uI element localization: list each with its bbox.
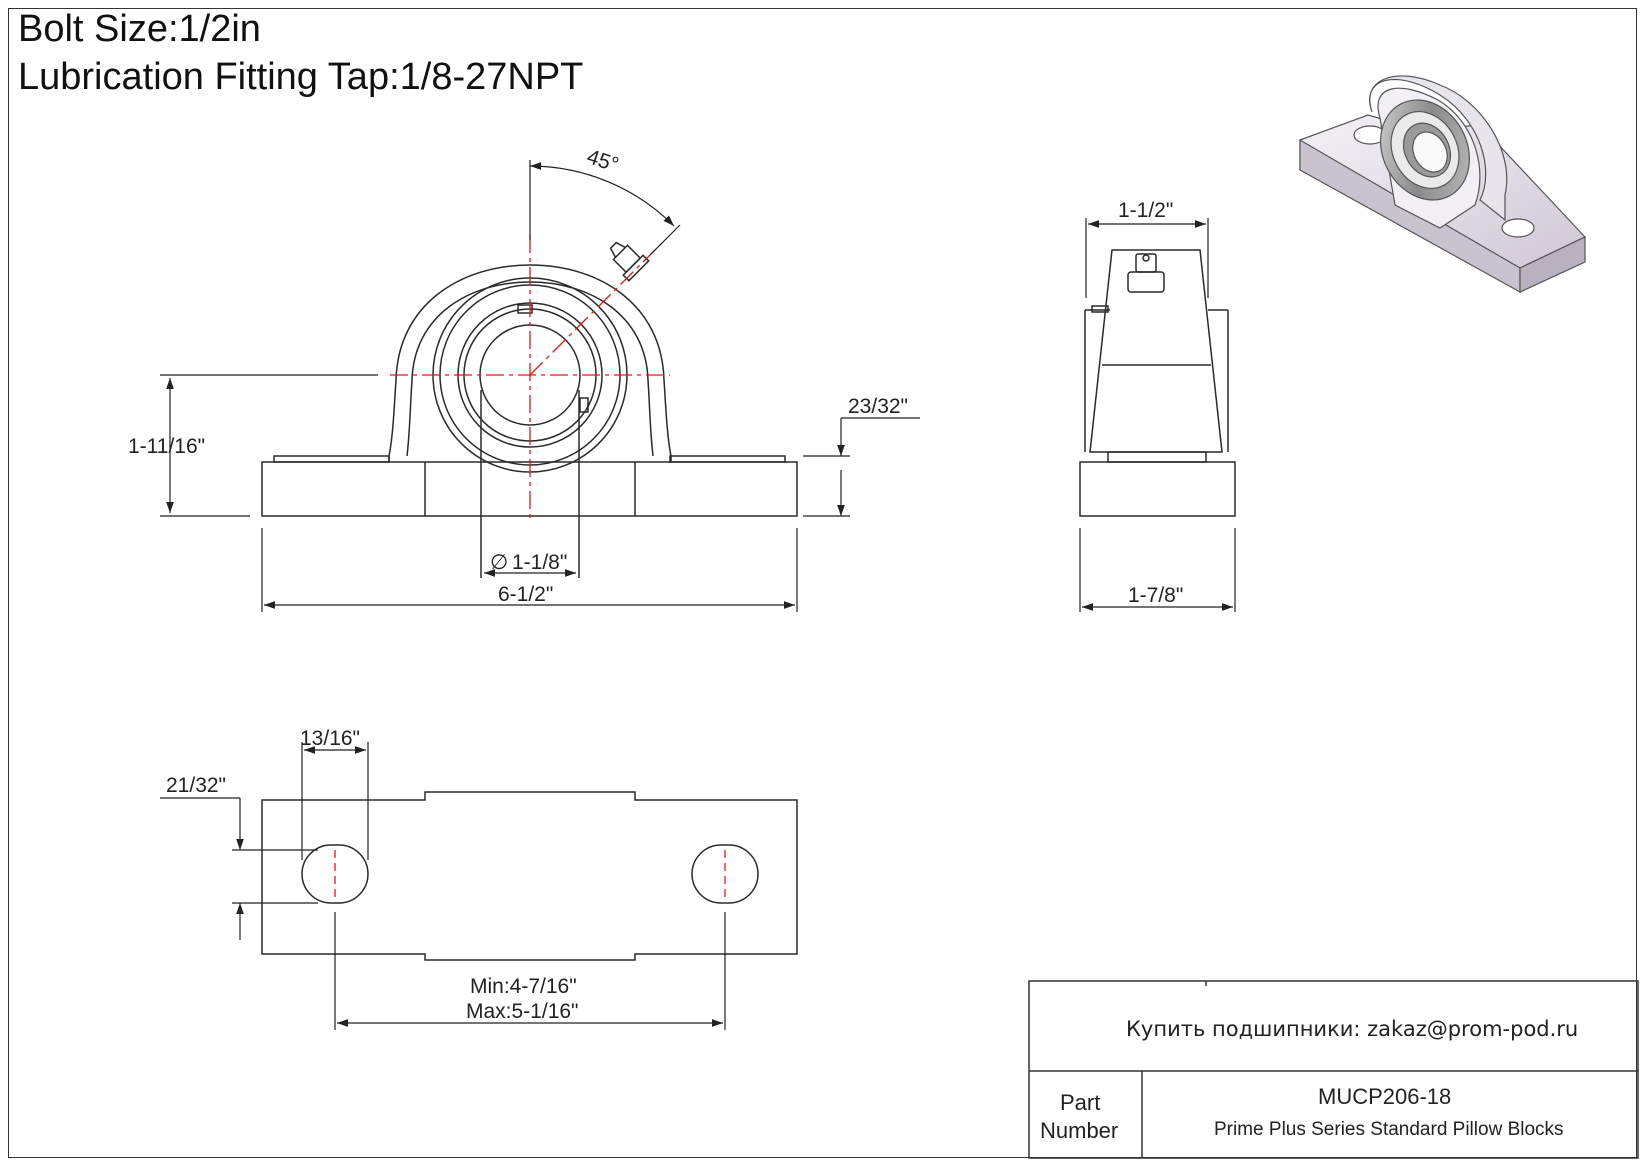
front-housing-outline — [388, 264, 672, 462]
side-dimensions — [1079, 218, 1236, 612]
bottom-plate — [261, 791, 798, 961]
side-housing — [1089, 249, 1223, 453]
front-base-strip-right — [669, 455, 786, 463]
part-description: Prime Plus Series Standard Pillow Blocks — [1214, 1119, 1564, 1140]
part-label: Part — [1060, 1090, 1101, 1115]
bolt-spacing-min-label: Min:4-7/16" — [470, 975, 577, 998]
bolt-slot-width-label: 13/16" — [300, 727, 360, 750]
bolt-slot-right — [691, 844, 759, 904]
front-dimensions — [160, 160, 920, 612]
part-number: MUCP206-18 — [1318, 1084, 1452, 1109]
drawing-frame — [8, 8, 1637, 1158]
side-view — [1079, 249, 1236, 517]
lubrication-fitting-label: Lubrication Fitting Tap:1/8-27NPT — [18, 56, 584, 98]
bolt-slot-height-label: 21/32" — [166, 774, 226, 797]
base-height-dim-label: 23/32" — [848, 395, 908, 418]
bottom-centerlines — [334, 850, 726, 900]
bore-dia-label: 1-1/8" — [512, 551, 567, 574]
bolt-spacing-max-label: Max:5-1/16" — [466, 1000, 579, 1023]
bolt-size-label: Bolt Size:1/2in — [18, 8, 261, 50]
bottom-view — [261, 791, 798, 961]
bolt-slot-left — [301, 844, 369, 904]
height-dim-label: 1-11/16" — [128, 435, 205, 458]
grease-fitting — [609, 241, 650, 282]
number-label: Number — [1040, 1118, 1119, 1143]
front-centerlines — [390, 235, 670, 520]
side-top-width-label: 1-1/2" — [1118, 199, 1173, 222]
isometric-view — [1299, 75, 1586, 294]
buy-contact-text: Купить подшипники: zakaz@prom-pod.ru — [1126, 1017, 1579, 1041]
bottom-dimensions — [160, 742, 726, 1030]
bore-symbol: ∅ — [490, 551, 508, 574]
side-base-width-label: 1-7/8" — [1128, 584, 1183, 607]
total-length-label: 6-1/2" — [498, 583, 553, 606]
